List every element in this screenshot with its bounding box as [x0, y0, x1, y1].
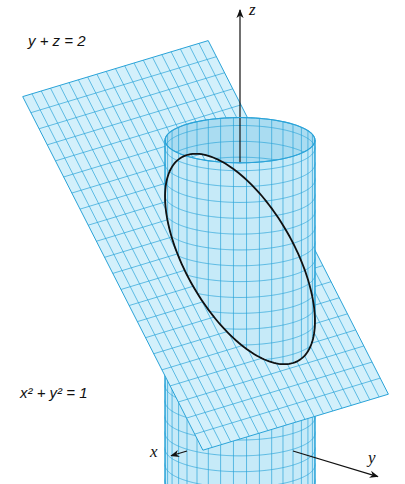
cylinder-front-upper-ring [188, 259, 315, 282]
axis-label: x [150, 442, 158, 462]
cylinder-front-upper-ruling [178, 153, 179, 257]
y-axis [293, 451, 378, 477]
cylinder-front-upper-ring [172, 227, 315, 250]
cylinder-front-lower-ring [165, 465, 315, 484]
plane-grid [153, 57, 333, 411]
cylinder-back-upper-ruling [197, 122, 198, 154]
cylinder-front-upper-ruling [197, 159, 198, 293]
cylinder-front-upper-ruling [220, 162, 221, 325]
plane-grid [134, 63, 314, 417]
cylinder-front-upper-ring [210, 291, 315, 314]
cylinder-front-upper [165, 140, 315, 364]
cylinder-back-upper-ruling [208, 120, 209, 156]
cylinder-front-upper-ruling [246, 163, 247, 349]
x-axis [171, 451, 187, 456]
plane-grid [195, 378, 381, 434]
cylinder-back-upper-ruling [220, 118, 221, 161]
cylinder-front-upper-ruling [167, 146, 168, 221]
cylinder-front-upper-ring [165, 196, 315, 219]
plane-grid [187, 362, 373, 418]
cylinder-front-upper-ruling [233, 163, 234, 338]
cylinder-front-upper-ring [167, 211, 315, 234]
cylinder-front-upper-ruling [259, 162, 260, 357]
cylinder-front-upper-ring [165, 180, 315, 203]
axis-label: z [249, 0, 256, 20]
plane-grid [31, 57, 217, 113]
cylinder-back-upper-ruling [187, 124, 188, 155]
axis-label: y [368, 448, 376, 468]
intersection-curve [165, 154, 315, 364]
cylinder-front-lower-ring [165, 449, 315, 472]
cylinder-front-upper-ruling [187, 156, 188, 275]
cylinder-front-upper-ring [198, 275, 315, 298]
cylinder-front-upper-ruling [314, 142, 315, 328]
cylinder-front-upper-ruling [307, 150, 308, 351]
cylinder-front-upper-ring [224, 307, 315, 330]
plane-grid [143, 60, 323, 414]
equation-label: x² + y² = 1 [20, 384, 88, 402]
plane-grid [162, 55, 342, 409]
cylinder-rim [165, 118, 315, 163]
cylinder-front-upper-ruling [271, 161, 272, 362]
plane-grid [39, 73, 225, 129]
cylinder-front-upper-ring [165, 148, 315, 171]
cylinder-front-upper-ruling [208, 161, 209, 310]
equation-label: y + z = 2 [28, 32, 86, 50]
cylinder-front-upper-ruling [172, 150, 173, 239]
